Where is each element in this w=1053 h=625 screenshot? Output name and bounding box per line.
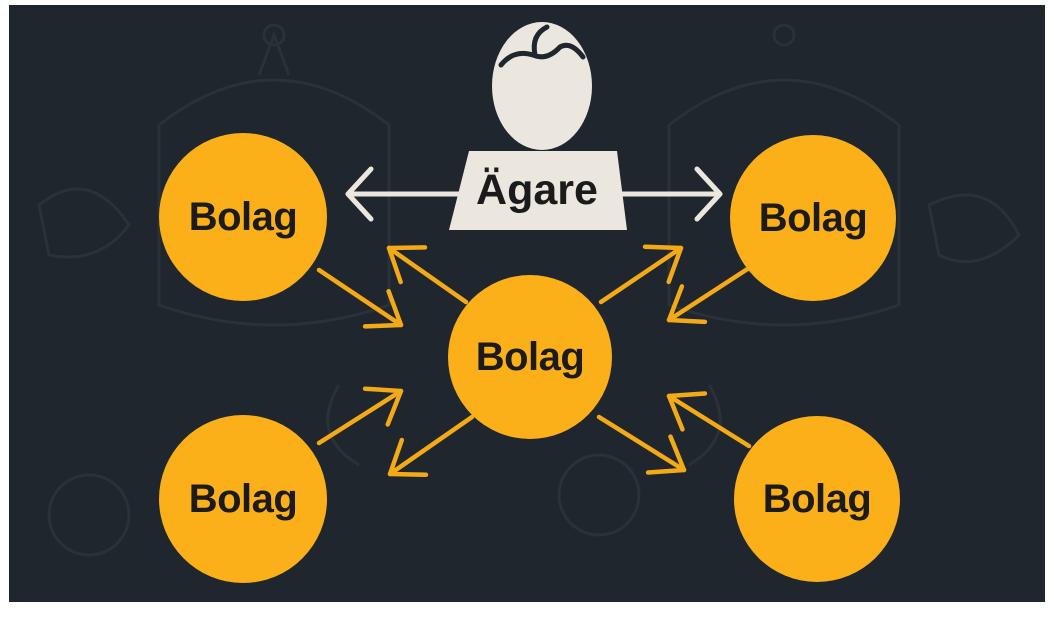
company-node-top-left bbox=[159, 133, 327, 301]
owner-label: Ägare bbox=[476, 165, 598, 214]
arrow-center-to-upper-right bbox=[598, 244, 684, 305]
company-node-top-right bbox=[730, 135, 896, 301]
owner-head bbox=[492, 22, 592, 150]
owner-hair-curl bbox=[531, 24, 550, 58]
arrow-bottom-left-to-center bbox=[316, 386, 404, 446]
company-label-center: Bolag bbox=[475, 334, 585, 379]
diagram-canvas: Ägare Bolag Bolag Bolag Bolag Bolag bbox=[9, 5, 1045, 602]
owner-arrow-left bbox=[345, 166, 467, 222]
company-node-bottom-left bbox=[159, 415, 327, 583]
owner-arrow-right bbox=[610, 166, 723, 222]
company-arrows bbox=[316, 244, 752, 478]
company-circles bbox=[159, 133, 900, 583]
company-label-top-left: Bolag bbox=[188, 194, 298, 239]
owner-hair-line bbox=[498, 42, 586, 68]
company-node-center bbox=[448, 275, 612, 439]
company-label-top-right: Bolag bbox=[758, 195, 868, 240]
arrow-top-right-to-center bbox=[666, 265, 752, 325]
company-label-bottom-right: Bolag bbox=[762, 476, 872, 521]
arrow-center-to-lower-left bbox=[387, 414, 475, 478]
company-node-bottom-right bbox=[734, 416, 900, 582]
owner-figure bbox=[449, 22, 627, 230]
owner-arrows bbox=[345, 166, 723, 222]
arrow-center-to-upper-left bbox=[386, 245, 469, 305]
arrow-center-to-lower-right bbox=[596, 414, 687, 475]
arrow-bottom-right-to-center bbox=[666, 391, 752, 449]
background-watermark bbox=[37, 23, 1021, 557]
company-label-bottom-left: Bolag bbox=[188, 476, 298, 521]
owner-body bbox=[449, 151, 627, 230]
arrow-top-left-to-center bbox=[316, 267, 404, 329]
diagram-svg bbox=[37, 22, 1021, 583]
